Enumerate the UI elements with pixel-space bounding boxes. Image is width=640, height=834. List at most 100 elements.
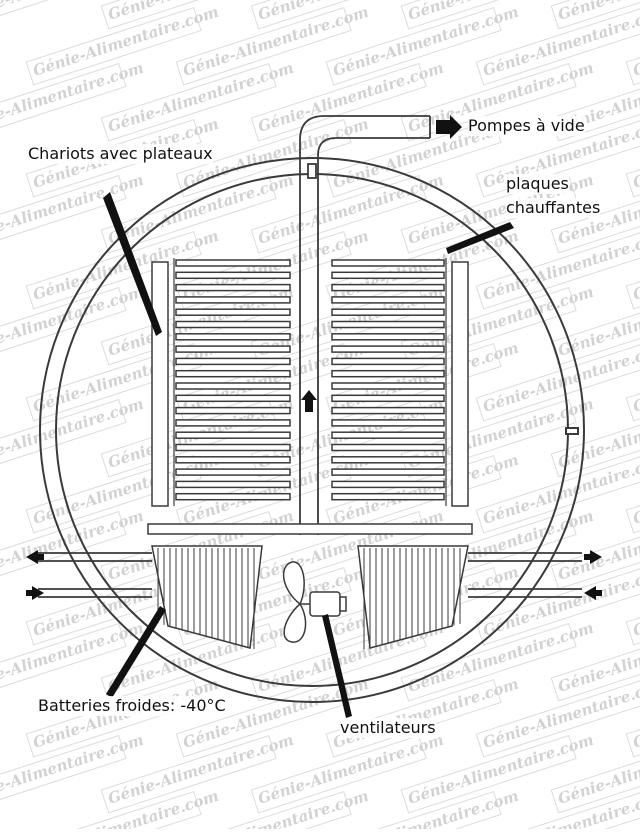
watermark-frame [475, 567, 640, 646]
watermark-frame [475, 7, 640, 86]
watermark-frame [100, 735, 277, 814]
right-tray [331, 394, 445, 403]
watermark-frame [175, 119, 352, 198]
watermark-frame [250, 735, 427, 814]
watermark-frame [550, 511, 640, 590]
watermark-frame [625, 343, 640, 422]
watermark-frame [400, 623, 577, 702]
fans-pointer [322, 614, 352, 718]
watermark-frame [175, 567, 352, 646]
left-cold-battery [151, 545, 263, 650]
watermark-frame [25, 231, 202, 310]
watermark-frame [475, 679, 640, 758]
left-upper-flow-arrow [26, 550, 44, 564]
fan-motor-cap [339, 596, 347, 612]
left-trays [175, 259, 291, 501]
left-tray [175, 382, 291, 390]
right-upper-flow-arrow [584, 550, 602, 564]
trolley-base [147, 523, 473, 535]
watermark-frame [175, 679, 352, 758]
left-tray [175, 369, 291, 378]
left-tray [175, 320, 291, 329]
label-batteries: Batteries froides: -40°C [38, 696, 226, 716]
watermark-frame [475, 455, 640, 534]
right-trolley [331, 259, 469, 507]
watermark-frame [250, 63, 427, 142]
watermark-frame [325, 7, 502, 86]
watermark-frame [250, 175, 427, 254]
left-tray [175, 419, 291, 427]
watermark-frame [0, 399, 127, 478]
heating-plates [173, 258, 447, 506]
watermark-frame [400, 287, 577, 366]
left-tray [175, 357, 291, 366]
right-tray [331, 468, 445, 476]
watermark-frame [325, 791, 502, 834]
right-tray [331, 382, 445, 390]
watermark-frame [475, 343, 640, 422]
watermark-frame [550, 287, 640, 366]
watermark-frame [100, 0, 277, 30]
left-trolley-frame [151, 261, 169, 507]
watermark-frame [25, 7, 202, 86]
right-tray [331, 456, 445, 464]
watermark-frame [400, 0, 577, 30]
watermark-frame [475, 119, 640, 198]
left-tray [175, 345, 291, 353]
watermark-frame [550, 0, 640, 30]
left-tray [175, 283, 291, 292]
watermark-frame [175, 791, 352, 834]
left-tray [175, 443, 291, 452]
left-battery-fins [157, 548, 255, 650]
right-tray [331, 345, 445, 353]
label-plates-line2: chauffantes [506, 198, 601, 218]
watermark-frame [625, 455, 640, 534]
left-tray [175, 271, 291, 280]
batteries-pointer [106, 606, 166, 698]
left-lower-flow-arrow [26, 586, 44, 600]
fan-motor [309, 591, 341, 617]
watermark-frame [100, 63, 277, 142]
fan-blade-top [282, 561, 305, 606]
watermark-frame [625, 567, 640, 646]
right-tray [331, 283, 445, 292]
right-tray [331, 492, 445, 501]
watermark-frame [550, 623, 640, 702]
watermark-frame [25, 791, 202, 834]
right-trays [331, 259, 445, 501]
callout-pointers [103, 192, 514, 718]
chamber-door-seal-right [565, 427, 579, 435]
left-tray [175, 394, 291, 403]
right-trolley-frame [451, 261, 469, 507]
watermark-frame [0, 63, 127, 142]
vapor-flow-arrow [301, 390, 317, 412]
watermark-frame [25, 343, 202, 422]
right-tray [331, 443, 445, 452]
right-tray [331, 271, 445, 280]
right-tray [331, 333, 445, 341]
right-tray [331, 296, 445, 304]
left-tray [175, 259, 291, 267]
chamber-outer-wall [39, 157, 585, 703]
watermark-frame [0, 0, 127, 30]
watermark-frame [0, 175, 127, 254]
label-plates-line1: plaques [506, 174, 569, 194]
left-tray [175, 480, 291, 489]
left-tray [175, 468, 291, 476]
right-cold-battery [357, 545, 469, 650]
left-tray [175, 296, 291, 304]
watermark-frame [400, 399, 577, 478]
watermark-frame [475, 231, 640, 310]
fan-blade-bottom [283, 602, 307, 643]
right-tray [331, 419, 445, 427]
left-tray [175, 406, 291, 415]
right-tray [331, 259, 445, 267]
label-trolleys: Chariots avec plateaux [28, 144, 213, 164]
watermark-frame [325, 231, 502, 310]
left-tray [175, 456, 291, 464]
watermark-frame [100, 175, 277, 254]
watermark-frame [550, 399, 640, 478]
right-lower-flow-arrow [584, 586, 602, 600]
watermark-frame [250, 0, 427, 30]
